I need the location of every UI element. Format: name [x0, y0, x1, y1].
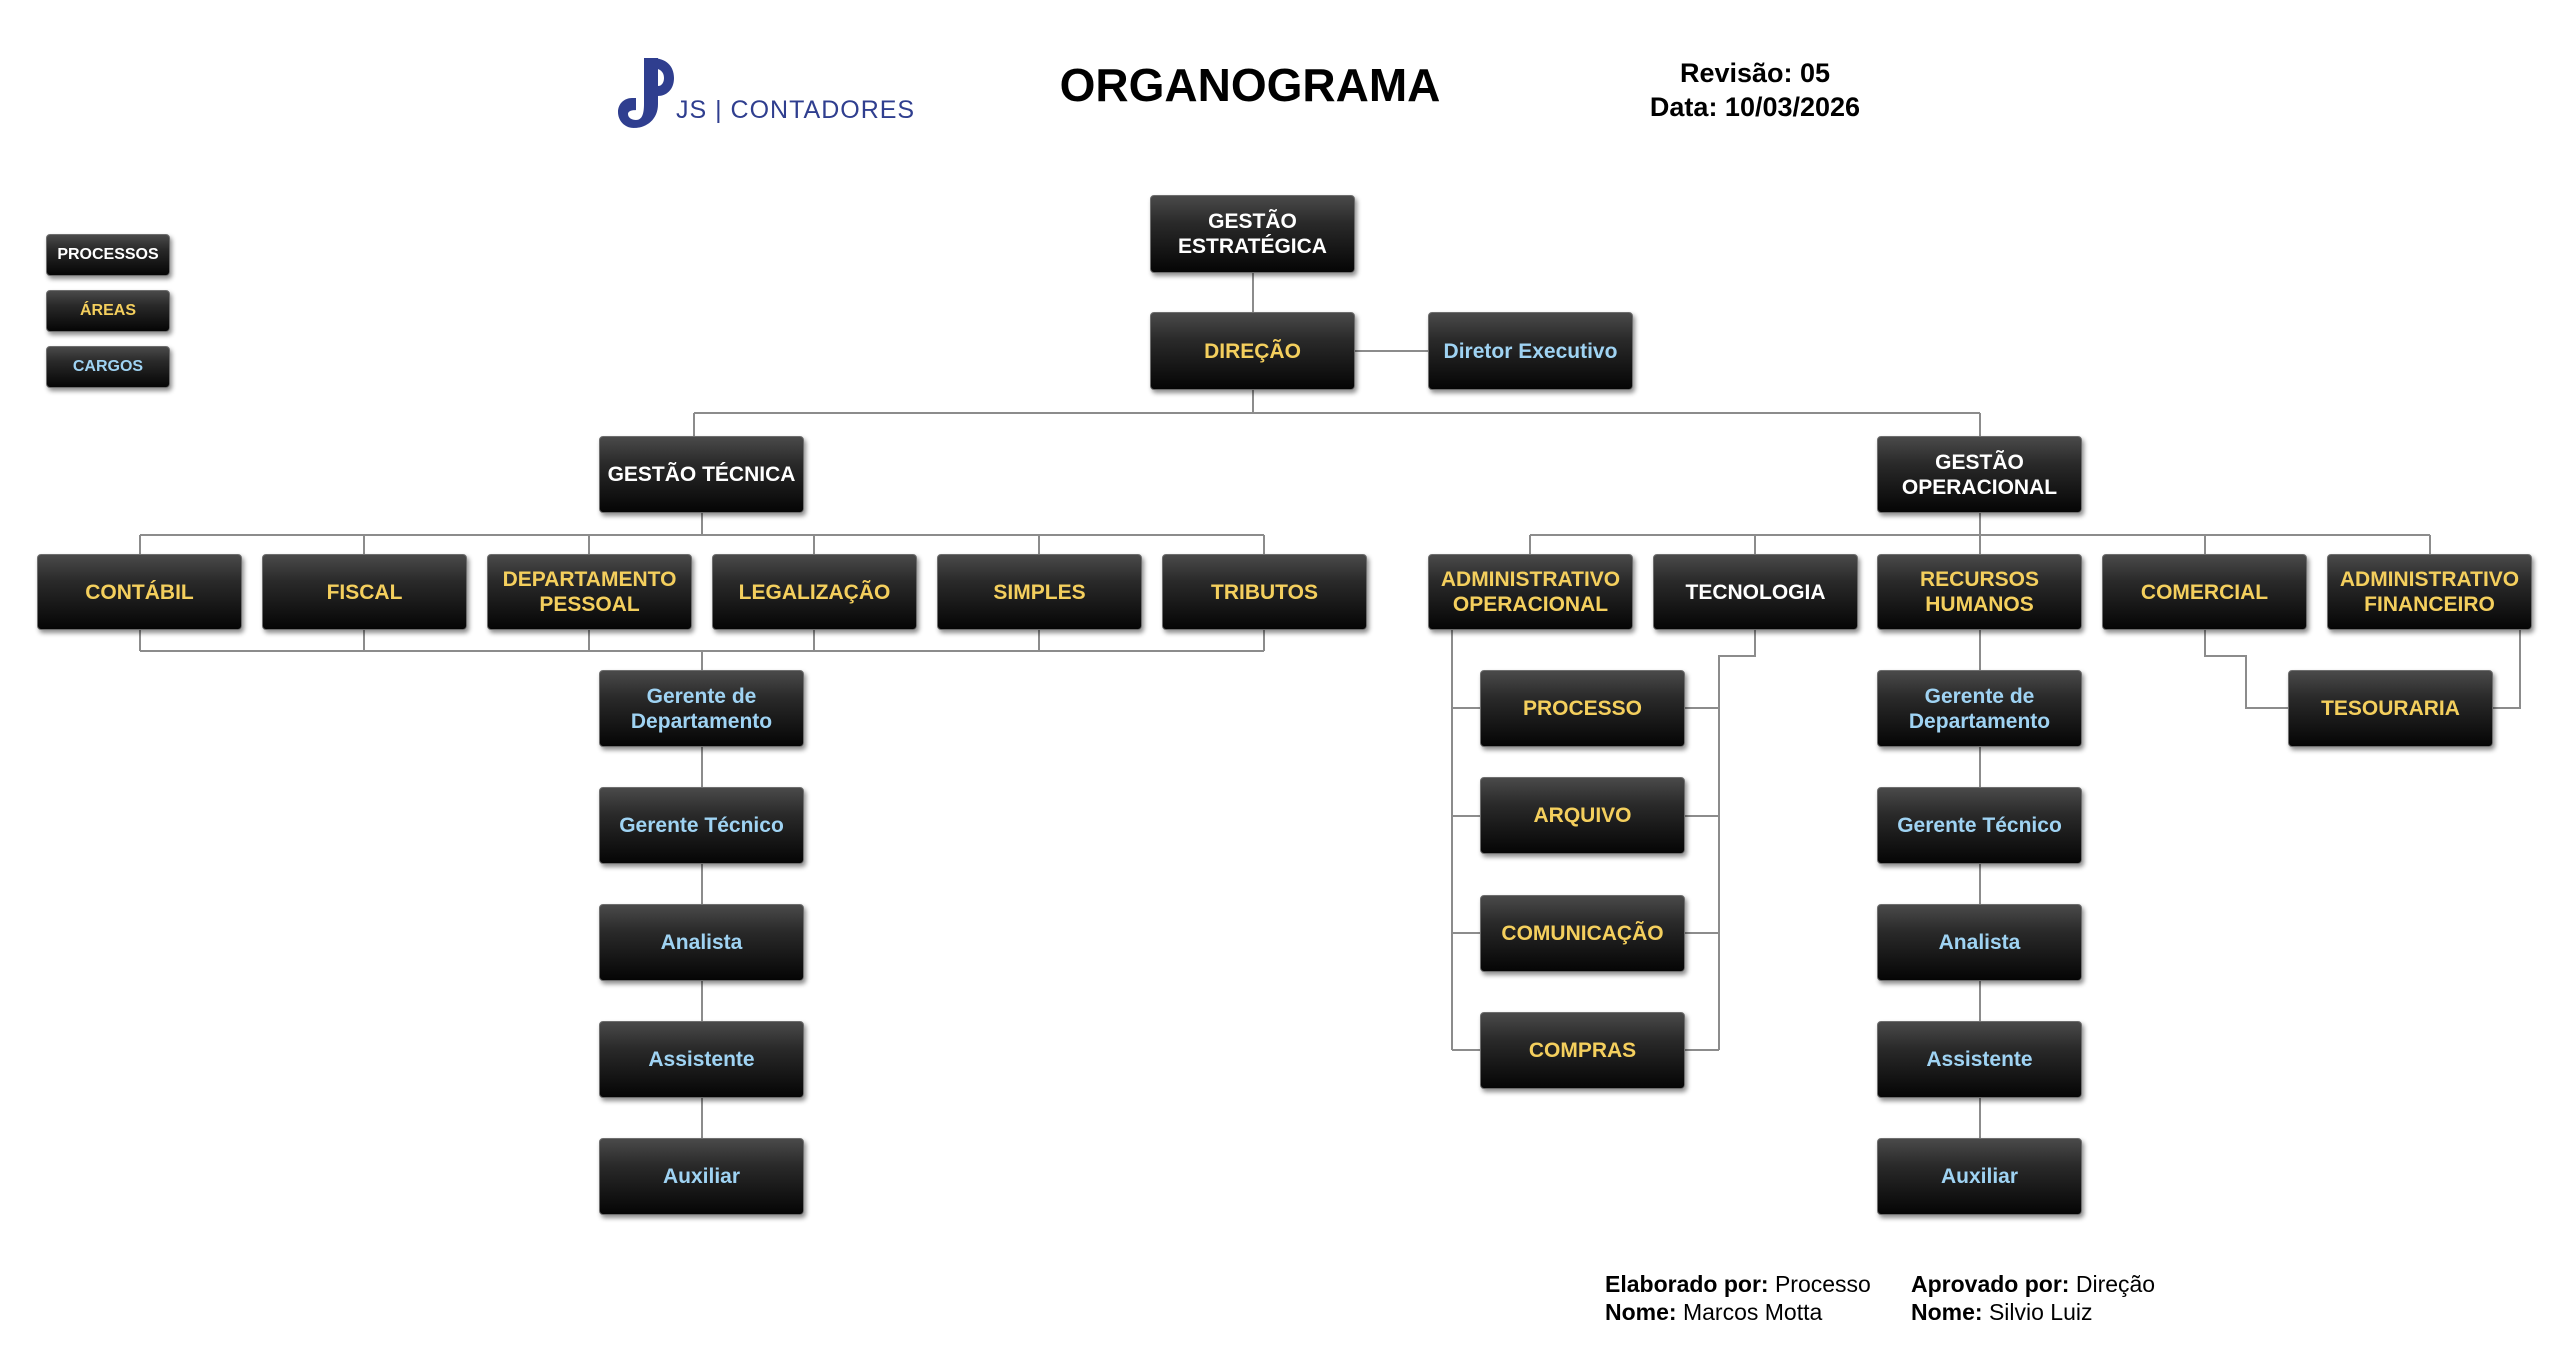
aprovado-nome-value: Silvio Luiz: [1988, 1299, 2093, 1325]
connector-tecnologia-bracket: [1684, 630, 1756, 1051]
connector-tecnica-rises: [139, 630, 1265, 651]
node-simples: SIMPLES: [937, 554, 1142, 630]
footer-elaborado-nome-line: Nome: Marcos Motta: [1605, 1298, 1871, 1326]
aprovado-nome-label: Nome:: [1911, 1299, 1983, 1325]
node-tec-gerente-tecnico: Gerente Técnico: [599, 787, 804, 864]
logo-wordmark: JS | CONTADORES: [676, 96, 916, 124]
connector-financeiro-tesouraria: [2490, 630, 2521, 709]
node-contabil: CONTÁBIL: [37, 554, 242, 630]
node-legalizacao: LEGALIZAÇÃO: [712, 554, 917, 630]
elaborado-nome-value: Marcos Motta: [1682, 1299, 1823, 1325]
footer-aprovado-nome-line: Nome: Silvio Luiz: [1911, 1298, 2155, 1326]
aprovado-label: Aprovado por:: [1911, 1271, 2070, 1297]
node-op-gerente-tecnico: Gerente Técnico: [1877, 787, 2082, 864]
node-tributos: TRIBUTOS: [1162, 554, 1367, 630]
node-tesouraria: TESOURARIA: [2288, 670, 2493, 747]
connector-comercial-tesouraria: [2204, 630, 2288, 709]
node-gestao-tecnica: GESTÃO TÉCNICA: [599, 436, 804, 513]
node-arquivo: ARQUIVO: [1480, 777, 1685, 854]
node-comunicacao: COMUNICAÇÃO: [1480, 895, 1685, 972]
legend-processos: PROCESSOS: [46, 234, 170, 276]
connector-admop-bracket: [1451, 630, 1480, 1051]
node-op-assistente: Assistente: [1877, 1021, 2082, 1098]
node-op-auxiliar: Auxiliar: [1877, 1138, 2082, 1215]
node-direcao: DIREÇÃO: [1150, 312, 1355, 390]
node-compras: COMPRAS: [1480, 1012, 1685, 1089]
node-tec-gerente-departamento: Gerente de Departamento: [599, 670, 804, 747]
node-tec-assistente: Assistente: [599, 1021, 804, 1098]
node-fiscal: FISCAL: [262, 554, 467, 630]
node-gestao-operacional: GESTÃO OPERACIONAL: [1877, 436, 2082, 513]
footer-elaborado: Elaborado por: Processo Nome: Marcos Mot…: [1605, 1270, 1871, 1326]
node-diretor-executivo: Diretor Executivo: [1428, 312, 1633, 390]
node-recursos-humanos: RECURSOS HUMANOS: [1877, 554, 2082, 630]
page-title: ORGANOGRAMA: [1059, 59, 1441, 111]
elaborado-nome-label: Nome:: [1605, 1299, 1677, 1325]
node-administrativo-operacional: ADMINISTRATIVO OPERACIONAL: [1428, 554, 1633, 630]
node-departamento-pessoal: DEPARTAMENTO PESSOAL: [487, 554, 692, 630]
node-op-gerente-departamento: Gerente de Departamento: [1877, 670, 2082, 747]
js-contadores-logo: [618, 58, 674, 128]
footer-aprovado-line: Aprovado por: Direção: [1911, 1270, 2155, 1298]
revision-date: Data: 10/03/2026: [1649, 92, 1861, 122]
footer-aprovado: Aprovado por: Direção Nome: Silvio Luiz: [1911, 1270, 2155, 1326]
node-gestao-estrategica: GESTÃO ESTRATÉGICA: [1150, 195, 1355, 273]
elaborado-value: Processo: [1774, 1271, 1871, 1297]
node-administrativo-financeiro: ADMINISTRATIVO FINANCEIRO: [2327, 554, 2532, 630]
node-tecnologia: TECNOLOGIA: [1653, 554, 1858, 630]
revision-number: Revisão: 05: [1679, 58, 1831, 88]
revision-block: Revisão: 05 Data: 10/03/2026: [1600, 56, 1910, 124]
node-tec-auxiliar: Auxiliar: [599, 1138, 804, 1215]
elaborado-label: Elaborado por:: [1605, 1271, 1769, 1297]
connector-operacional-drops: [1529, 535, 2431, 554]
legend-cargos: CARGOS: [46, 346, 170, 388]
node-processo: PROCESSO: [1480, 670, 1685, 747]
legend-areas: ÁREAS: [46, 290, 170, 332]
aprovado-value: Direção: [2075, 1271, 2156, 1297]
node-comercial: COMERCIAL: [2102, 554, 2307, 630]
node-tec-analista: Analista: [599, 904, 804, 981]
connector-tecnica-drops: [139, 535, 1265, 554]
node-op-analista: Analista: [1877, 904, 2082, 981]
footer-elaborado-line: Elaborado por: Processo: [1605, 1270, 1871, 1298]
